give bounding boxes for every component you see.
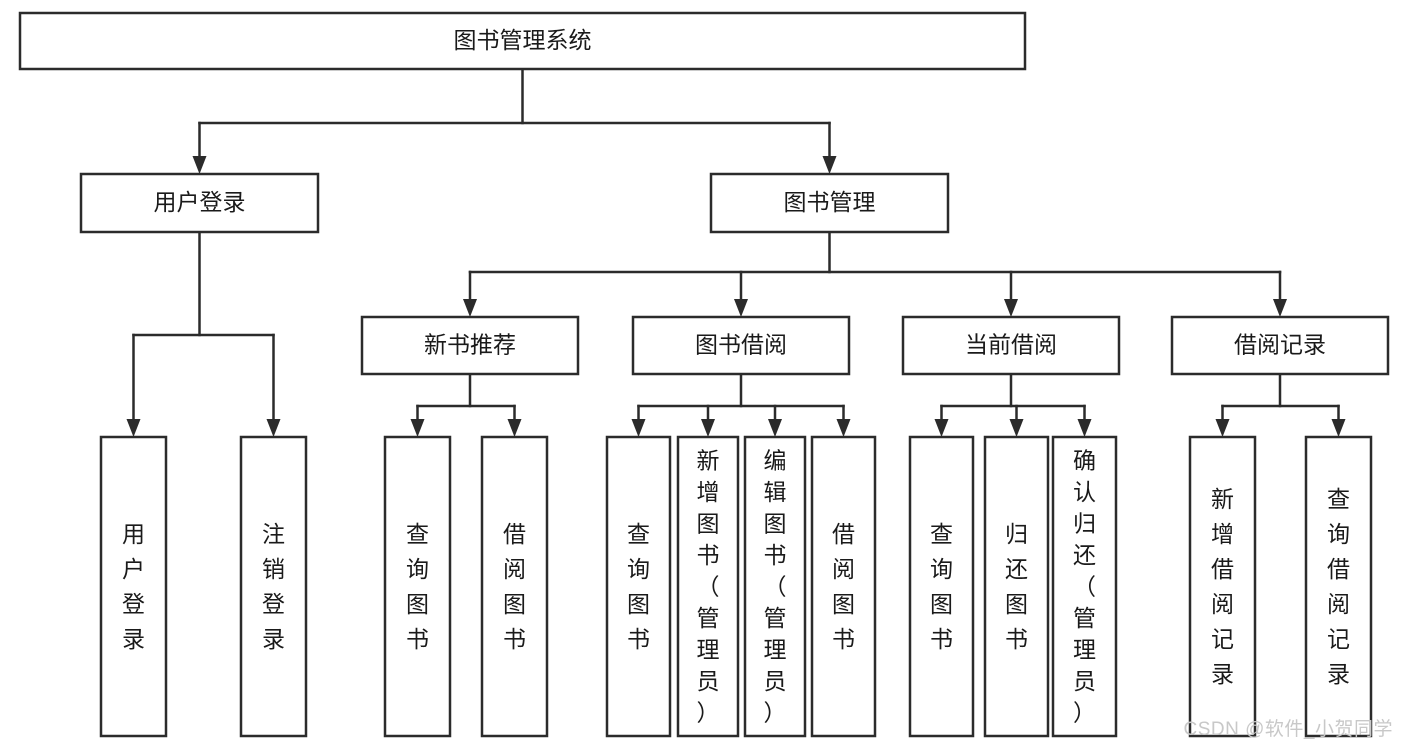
connector-current-borrow-to-leaves (934, 372, 1092, 437)
connector-root-to-level2 (192, 67, 837, 174)
connector-arrowhead (126, 419, 141, 437)
node-label: 当前借阅 (965, 332, 1057, 358)
connector-arrowhead (1009, 419, 1024, 437)
connector-arrowhead (507, 419, 522, 437)
node-label: 新书推荐 (424, 332, 516, 358)
connector-arrowhead (1331, 419, 1346, 437)
node-leaf-query-borrow-record[interactable]: 查询借阅记录 (1304, 435, 1373, 738)
node-label: 注销登录 (262, 521, 285, 652)
node-label: 新增图书（管理员） (697, 448, 720, 726)
node-label: 用户登录 (122, 521, 145, 652)
node-label: 查询借阅记录 (1327, 486, 1350, 687)
connector-book-borrow-to-leaves (631, 372, 851, 437)
node-leaf-logout-login[interactable]: 注销登录 (239, 435, 308, 738)
connector-user-login-to-leaves (126, 230, 281, 437)
node-label: 图书管理 (784, 189, 876, 215)
connector-arrowhead (1273, 299, 1287, 317)
node-label: 查询图书 (930, 521, 953, 652)
node-box (605, 435, 672, 738)
node-box (1170, 315, 1390, 376)
node-layer: 图书管理系统用户登录图书管理新书推荐图书借阅当前借阅借阅记录用户登录注销登录查询… (18, 11, 1390, 738)
node-box (1051, 435, 1118, 738)
node-leaf-query-book-borrow[interactable]: 查询图书 (605, 435, 672, 738)
connector-arrowhead (192, 156, 207, 174)
node-new-book-recommend[interactable]: 新书推荐 (360, 315, 580, 376)
connector-arrowhead (1215, 419, 1230, 437)
connector-arrowhead (934, 419, 949, 437)
node-box (901, 315, 1121, 376)
node-label: 查询图书 (627, 521, 650, 652)
node-box (79, 172, 320, 234)
node-box (810, 435, 877, 738)
node-leaf-borrow-book-recommend[interactable]: 借阅图书 (480, 435, 549, 738)
node-leaf-query-book-current[interactable]: 查询图书 (908, 435, 975, 738)
node-book-borrow[interactable]: 图书借阅 (631, 315, 851, 376)
node-label: 编辑图书（管理员） (764, 448, 787, 726)
node-label: 借阅图书 (832, 521, 855, 652)
node-leaf-add-book-admin[interactable]: 新增图书（管理员） (676, 435, 740, 738)
node-label: 图书借阅 (695, 332, 787, 358)
node-box (480, 435, 549, 738)
connector-arrowhead (631, 419, 646, 437)
node-root[interactable]: 图书管理系统 (18, 11, 1027, 71)
node-box (743, 435, 807, 738)
connector-arrowhead (266, 419, 281, 437)
node-box (709, 172, 950, 234)
connector-borrow-record-to-leaves (1215, 372, 1346, 437)
node-box (99, 435, 168, 738)
node-box (676, 435, 740, 738)
connector-arrowhead (463, 299, 477, 317)
connector-arrowhead (410, 419, 425, 437)
connector-book-management-to-level3 (463, 230, 1287, 317)
connector-new-book-recommend-to-leaves (410, 372, 522, 437)
node-user-login[interactable]: 用户登录 (79, 172, 320, 234)
node-box (908, 435, 975, 738)
connector-arrowhead (768, 419, 782, 437)
node-label: 确认归还（管理员） (1073, 448, 1096, 726)
node-leaf-confirm-return-admin[interactable]: 确认归还（管理员） (1051, 435, 1118, 738)
node-box (239, 435, 308, 738)
node-label: 归还图书 (1005, 521, 1028, 652)
node-leaf-add-borrow-record[interactable]: 新增借阅记录 (1188, 435, 1257, 738)
node-box (983, 435, 1050, 738)
connector-arrowhead (1077, 419, 1092, 437)
node-leaf-query-book-recommend[interactable]: 查询图书 (383, 435, 452, 738)
node-label: 借阅图书 (503, 521, 526, 652)
node-leaf-borrow-book[interactable]: 借阅图书 (810, 435, 877, 738)
node-box (18, 11, 1027, 71)
node-leaf-return-book[interactable]: 归还图书 (983, 435, 1050, 738)
node-borrow-record[interactable]: 借阅记录 (1170, 315, 1390, 376)
node-leaf-edit-book-admin[interactable]: 编辑图书（管理员） (743, 435, 807, 738)
node-box (1304, 435, 1373, 738)
connector-arrowhead (822, 156, 837, 174)
connector-arrowhead (836, 419, 851, 437)
connector-layer (126, 67, 1346, 437)
node-label: 用户登录 (154, 189, 246, 215)
connector-arrowhead (1004, 299, 1018, 317)
node-box (1188, 435, 1257, 738)
connector-arrowhead (701, 419, 715, 437)
connector-arrowhead (734, 299, 748, 317)
node-box (360, 315, 580, 376)
node-label: 借阅记录 (1234, 332, 1326, 358)
node-box (383, 435, 452, 738)
node-current-borrow[interactable]: 当前借阅 (901, 315, 1121, 376)
node-label: 新增借阅记录 (1211, 486, 1234, 687)
node-leaf-user-login[interactable]: 用户登录 (99, 435, 168, 738)
node-box (631, 315, 851, 376)
node-book-management[interactable]: 图书管理 (709, 172, 950, 234)
node-label: 查询图书 (406, 521, 429, 652)
node-label: 图书管理系统 (454, 27, 592, 53)
